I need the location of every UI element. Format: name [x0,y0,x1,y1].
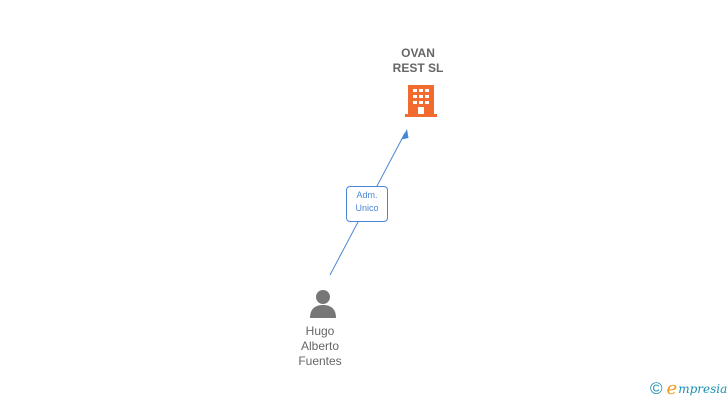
person-icon[interactable] [308,288,338,318]
company-label[interactable]: OVAN REST SL [368,46,468,76]
person-name-line1: Hugo [305,324,335,338]
person-label[interactable]: Hugo Alberto Fuentes [270,324,370,369]
brand-logo-text: mpresia [678,382,728,396]
person-name-line3: Fuentes [298,354,342,368]
brand-logo[interactable]: © e mpresia [650,379,727,399]
building-icon[interactable] [404,83,438,119]
person-name-line2: Alberto [300,339,340,353]
company-name-line2: REST SL [392,61,444,75]
copyright-icon: © [650,379,663,398]
edge-arrowhead [401,129,409,140]
company-name-line1: OVAN [401,46,435,60]
brand-logo-e: e [666,378,678,399]
role-line2: Unico [355,203,379,213]
role-line1: Adm. [356,190,378,200]
role-badge[interactable]: Adm. Unico [346,186,388,222]
